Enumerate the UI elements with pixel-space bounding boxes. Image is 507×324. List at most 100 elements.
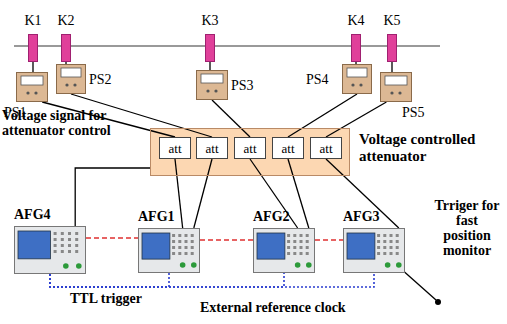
attenuator-channel: att — [310, 137, 342, 159]
afg-key — [383, 252, 386, 255]
afg-key — [293, 246, 296, 249]
afg-key — [61, 250, 64, 253]
afg-key — [306, 252, 309, 255]
afg-key — [54, 250, 57, 253]
connector-wire — [200, 239, 253, 240]
supply-knob — [390, 91, 393, 94]
supply-case — [343, 65, 372, 94]
afg-key — [185, 240, 188, 243]
afg-key — [396, 240, 399, 243]
connector-wire — [288, 94, 357, 137]
k-label: K1 — [24, 13, 41, 28]
afg-key — [306, 234, 309, 237]
box-label: Voltage controlled attenuator — [359, 131, 499, 165]
afg-key — [178, 240, 181, 243]
afg-output — [63, 263, 69, 269]
power-supply: PS5 — [380, 72, 412, 102]
connector-wire — [315, 239, 343, 240]
attenuator-channel: att — [159, 137, 191, 159]
afg-case — [15, 227, 86, 274]
connector-wire — [65, 62, 66, 64]
afg-screen — [257, 233, 285, 259]
afg-key — [54, 238, 57, 241]
afg-key — [75, 244, 78, 247]
supply-display — [385, 76, 407, 85]
kicker-magnet: K5 — [387, 34, 397, 62]
afg-key — [293, 234, 296, 237]
afg-key — [390, 252, 393, 255]
afg-key — [396, 246, 399, 249]
afg-key — [191, 234, 194, 237]
supply-knob — [398, 91, 401, 94]
afg-key — [306, 240, 309, 243]
function-generator: AFG2 — [253, 228, 315, 273]
connector-wire — [355, 62, 356, 64]
afg-label: AFG4 — [14, 207, 51, 222]
supply-knob — [65, 83, 68, 86]
attenuator-channel: att — [196, 137, 228, 159]
afg-key — [54, 232, 57, 235]
afg-key — [75, 238, 78, 241]
supply-knob — [34, 91, 37, 94]
kicker-magnet: K3 — [205, 34, 215, 62]
afg-key — [390, 240, 393, 243]
afg-key — [377, 234, 380, 237]
afg-key — [383, 246, 386, 249]
supply-knob — [351, 83, 354, 86]
afg-output — [306, 262, 312, 268]
supply-display — [347, 68, 367, 77]
afg-key — [75, 232, 78, 235]
afg-key — [396, 234, 399, 237]
ps-label: PS4 — [306, 72, 329, 87]
afg-figure — [138, 228, 200, 273]
afg-label: AFG3 — [343, 209, 380, 224]
connector-wire — [175, 159, 183, 228]
afg-key — [185, 246, 188, 249]
att-label: att — [169, 141, 182, 156]
kicker-magnet: K2 — [61, 34, 71, 62]
afg-key — [172, 234, 175, 237]
monitor-note: Trriger for fast position monitor — [434, 198, 500, 258]
ps-label: PS3 — [231, 78, 254, 93]
afg-screen — [18, 231, 50, 259]
afg-key — [287, 252, 290, 255]
ps-figure — [56, 64, 86, 94]
afg-output — [191, 262, 197, 268]
afg-screen — [142, 233, 170, 259]
ps-figure — [380, 72, 412, 102]
att-label: att — [244, 141, 257, 156]
afg-key — [191, 252, 194, 255]
trigger-terminal — [435, 299, 441, 305]
k-label: K2 — [57, 13, 74, 28]
afg-key — [68, 238, 71, 241]
afg-key — [185, 234, 188, 237]
afg-screen — [347, 233, 375, 259]
att-label: att — [206, 141, 219, 156]
ps-figure — [342, 64, 372, 94]
afg-key — [293, 240, 296, 243]
kicker-magnet: K4 — [351, 34, 361, 62]
afg-key — [61, 232, 64, 235]
connector-wire — [288, 159, 309, 228]
afg-label: AFG1 — [138, 209, 175, 224]
afg-key — [191, 246, 194, 249]
afg-key — [383, 240, 386, 243]
connector-wire — [209, 62, 210, 70]
clock-note: External reference clock — [200, 300, 346, 315]
afg-key — [300, 246, 303, 249]
connector-wire — [326, 159, 399, 228]
connector-wire — [50, 273, 169, 287]
supply-display — [61, 68, 81, 77]
afg-key — [377, 252, 380, 255]
afg-key — [178, 246, 181, 249]
afg-key — [61, 238, 64, 241]
afg-output — [180, 262, 186, 268]
supply-display — [21, 76, 43, 85]
afg-key — [172, 246, 175, 249]
afg-key — [68, 232, 71, 235]
afg-case — [344, 229, 405, 273]
trigger-wire — [400, 268, 436, 300]
power-supply: PS4 — [342, 64, 372, 94]
afg-figure — [253, 228, 315, 273]
